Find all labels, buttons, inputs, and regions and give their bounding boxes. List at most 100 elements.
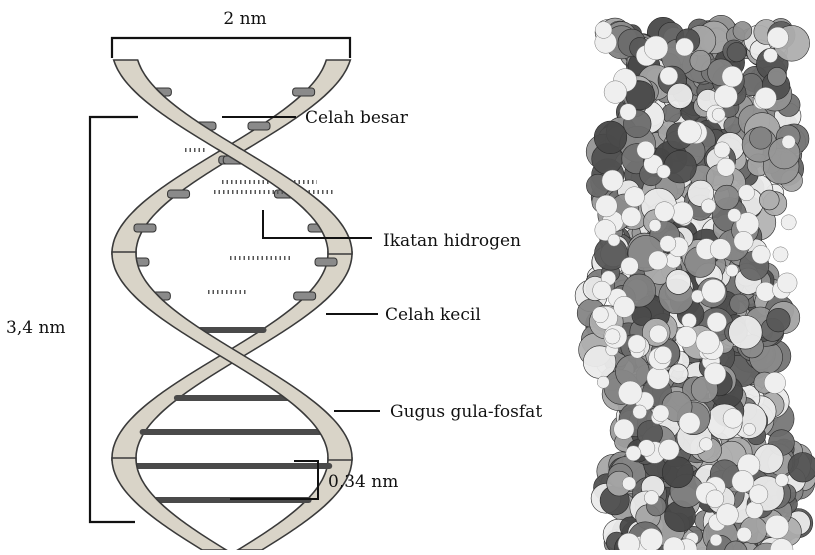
atom-sphere [667,83,692,108]
atom-highlight [722,66,743,87]
atom-highlight [597,376,609,388]
base-stub [315,258,337,266]
atom-highlight [644,491,658,505]
atom-highlight [714,85,737,108]
base-stub [168,190,190,198]
atom-highlight [649,219,661,231]
atom-sphere [788,453,815,483]
atom-sphere [715,185,740,210]
atom-highlight [702,279,726,303]
atom-highlight [648,251,667,270]
atom-highlight [602,170,623,191]
atom-sphere [594,121,627,154]
atom-highlight [604,81,627,104]
atom-highlight [595,22,612,39]
atom-highlight [628,335,646,353]
atom-sphere [662,457,693,488]
atom-sphere [727,43,746,62]
atom-highlight [782,135,796,149]
base-spacing-label: 0,34 nm [328,472,398,492]
atom-highlight [738,185,754,201]
atom-highlight [781,215,796,230]
hydrogen-bonds-label: Ikatan hidrogen [383,231,521,251]
atom-highlight [640,528,663,550]
atom-highlight [701,199,716,214]
atom-highlight [726,264,738,276]
atom-highlight [592,307,608,323]
atom-sphere [767,308,791,332]
space-filling-dna-model [575,15,815,550]
atom-sphere [729,316,763,350]
atom-highlight [620,104,637,121]
atom-sphere [733,22,752,41]
atom-highlight [710,534,722,546]
backbone-label: Gugus gula-fosfat [390,402,542,422]
atom-highlight [743,423,755,435]
atom-highlight [649,325,667,343]
atom-highlight [714,142,730,158]
double-helix-illustration [112,60,352,550]
atom-sphere [730,294,749,313]
atom-highlight [626,446,641,461]
atom-highlight [764,372,785,393]
atom-highlight [660,236,676,252]
atom-highlight [728,209,741,222]
atom-highlight [716,504,738,526]
atom-highlight [654,346,672,364]
atom-highlight [704,363,726,385]
atom-highlight [621,257,639,275]
atom-highlight [777,273,797,293]
atom-highlight [660,67,678,85]
atom-highlight [773,247,788,262]
width-bracket [112,38,350,58]
atom-highlight [682,313,697,328]
atom-sphere [759,190,779,210]
atom-sphere [666,270,691,295]
atom-highlight [678,120,702,144]
atom-highlight [696,330,720,354]
base-stub [134,224,156,232]
atom-highlight [723,409,743,429]
atom-highlight [657,165,671,179]
atom-highlight [614,296,635,317]
atom-sphere [690,50,711,71]
atom-highlight [712,108,725,121]
atom-sphere [669,364,689,384]
atom-highlight [676,38,694,56]
atom-highlight [755,87,777,109]
atom-highlight [614,419,634,439]
atom-sphere [768,67,787,86]
pitch-label: 3,4 nm [6,318,66,338]
atom-highlight [655,202,675,222]
atom-highlight [624,187,644,207]
atom-highlight [775,474,788,487]
atom-highlight [618,381,642,405]
atom-highlight [699,438,712,451]
base-stub [248,122,270,130]
width-label: 2 nm [223,9,266,29]
atom-highlight [765,515,789,539]
atom-highlight [679,412,700,433]
atom-highlight [622,477,636,491]
atom-highlight [608,234,620,246]
atom-highlight [622,207,642,227]
major-groove-label: Celah besar [305,108,409,128]
atom-sphere [750,127,772,149]
atom-highlight [707,312,727,332]
atom-highlight [637,141,655,159]
atom-highlight [746,502,763,519]
atom-highlight [717,158,735,176]
base-stub [294,292,316,300]
atom-highlight [653,405,670,422]
atom-highlight [756,282,775,301]
atom-highlight [676,326,697,347]
atom-highlight [763,48,777,62]
atom-highlight [734,231,753,250]
atom-highlight [644,36,668,60]
minor-groove-label: Celah kecil [385,305,481,325]
base-stub [293,88,315,96]
atom-highlight [732,471,754,493]
atom-highlight [605,329,620,344]
